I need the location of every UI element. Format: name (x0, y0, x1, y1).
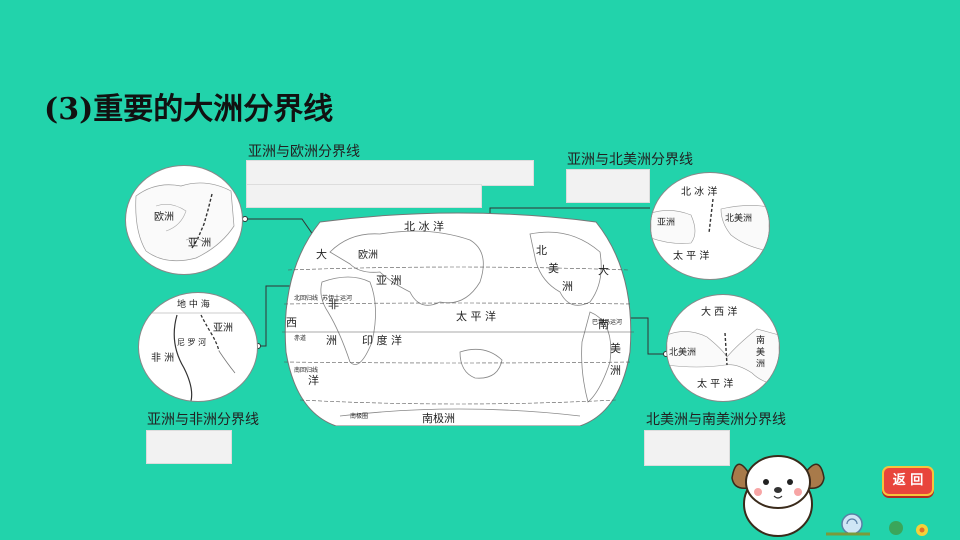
north-south-america-answer-blank[interactable] (644, 430, 730, 466)
map-tropic-south-label: 南回归线 (294, 366, 318, 374)
inset-asia-label: 亚洲 (657, 217, 675, 228)
inset-atlantic-label: 大 西 洋 (701, 305, 737, 318)
map-south-america-label-3: 洲 (610, 364, 621, 377)
map-arctic-label: 北 冰 洋 (404, 219, 444, 233)
dog-mascot-illustration (731, 455, 825, 537)
inset-arctic-label: 北 冰 洋 (681, 185, 717, 198)
map-atlantic-east-label: 大 (598, 263, 609, 277)
inset-africa-label: 非 洲 (151, 352, 174, 364)
map-suez-canal-label: 苏伊士运河 (322, 294, 352, 302)
inset-asia-label: 亚 洲 (188, 237, 211, 249)
map-africa-label-a: 非 (328, 298, 339, 311)
map-west-label-a: 西 (286, 316, 297, 329)
map-west-label-b: 洋 (308, 373, 319, 387)
page-title: (3)重要的大洲分界线 (44, 92, 334, 127)
map-tropic-north-label: 北回归线 (294, 294, 318, 302)
inset-nile-label: 尼 罗 河 (177, 337, 206, 347)
asia-north-america-answer-blank[interactable] (566, 169, 650, 203)
map-antarctica-label: 南极洲 (422, 411, 455, 425)
inset-asia-label: 亚洲 (213, 322, 233, 334)
asia-europe-answer-blank-line2[interactable] (246, 184, 482, 208)
asia-north-america-boundary-label: 亚洲与北美洲分界线 (567, 152, 693, 168)
map-antarctic-circle-label: 南极圈 (350, 412, 368, 420)
map-equator-label: 赤道 (294, 334, 306, 342)
map-pacific-label: 太 平 洋 (456, 309, 496, 323)
asia-africa-boundary-label: 亚洲与非洲分界线 (147, 412, 259, 428)
map-panama-canal-label: 巴拿马运河 (592, 318, 622, 326)
map-europe-label: 欧洲 (358, 249, 378, 261)
inset-med-sea-label: 地 中 海 (177, 298, 210, 310)
inset-asia-europe-map: 欧洲 亚 洲 (125, 165, 243, 275)
map-north-america-label-3: 洲 (562, 280, 573, 293)
inset-north-america-label: 北美洲 (669, 346, 696, 358)
inset-pacific-label: 太 平 洋 (697, 377, 733, 390)
inset-north-america-label: 北美洲 (725, 212, 752, 224)
map-north-america-label-1: 北 (536, 244, 547, 257)
map-atlantic-west-label: 大 (316, 247, 327, 261)
map-south-america-label-2: 美 (610, 342, 621, 355)
inset-south-america-label: 南 美 洲 (754, 334, 765, 368)
snail-decoration (826, 513, 928, 536)
asia-africa-answer-blank[interactable] (146, 430, 232, 464)
inset-europe-label: 欧洲 (154, 211, 174, 223)
map-south-america-label-1: 南 (598, 318, 609, 331)
map-africa-label-b: 洲 (326, 334, 337, 347)
inset-north-south-america-map: 大 西 洋 南 美 洲 北美洲 太 平 洋 (666, 294, 780, 402)
return-button[interactable]: 返 回 (882, 466, 934, 496)
map-indian-ocean-label: 印 度 洋 (362, 333, 402, 347)
inset-asia-africa-map: 地 中 海 亚洲 非 洲 尼 罗 河 (138, 292, 258, 402)
north-south-america-boundary-label: 北美洲与南美洲分界线 (646, 412, 786, 428)
map-north-america-label-2: 美 (548, 262, 559, 275)
asia-europe-boundary-label: 亚洲与欧洲分界线 (248, 144, 360, 160)
world-map: 北 冰 洋 欧洲 亚 洲 大 非 洲 西 洋 印 度 洋 太 平 洋 北 美 洲… (282, 212, 634, 426)
inset-asia-north-america-map: 北 冰 洋 亚洲 北美洲 太 平 洋 (650, 172, 770, 280)
inset-pacific-label: 太 平 洋 (673, 249, 709, 262)
map-asia-label: 亚 洲 (376, 274, 402, 287)
